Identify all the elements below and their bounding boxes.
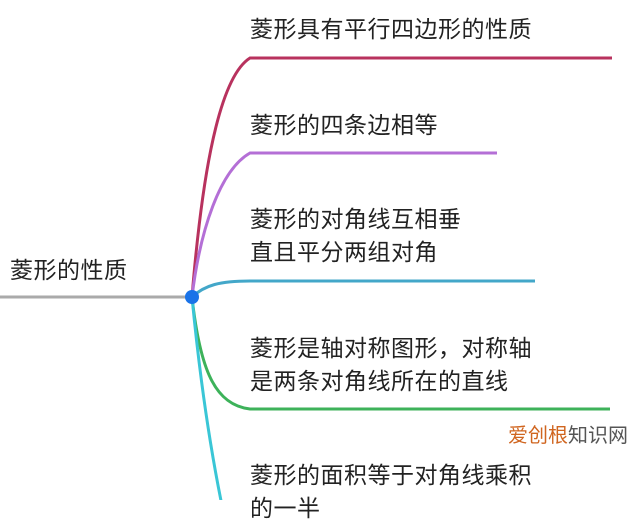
branch-line-3 xyxy=(190,279,535,299)
branch-topic-2[interactable]: 菱形的四条边相等 xyxy=(250,110,438,143)
branch-text-line: 菱形的四条边相等 xyxy=(250,113,438,139)
root-node-dot[interactable] xyxy=(185,290,199,304)
branch-text-line: 是两条对角线所在的直线 xyxy=(250,369,509,395)
branch-text-line: 直且平分两组对角 xyxy=(250,240,438,266)
branch-line-5 xyxy=(190,296,223,500)
branch-text-line: 菱形具有平行四边形的性质 xyxy=(250,17,532,43)
branch-topic-5[interactable]: 菱形的面积等于对角线乘积的一半 xyxy=(250,460,532,526)
root-topic[interactable]: 菱形的性质 xyxy=(10,258,128,284)
branch-text-line: 的一半 xyxy=(250,496,321,522)
branch-text-line: 菱形的对角线互相垂 xyxy=(250,207,462,233)
watermark: 爱创根知识网 xyxy=(508,422,628,448)
branch-text-line: 菱形的面积等于对角线乘积 xyxy=(250,463,532,489)
watermark-part1: 爱创根 xyxy=(508,423,568,447)
mindmap-connectors xyxy=(0,56,612,500)
branch-line-2 xyxy=(190,151,497,298)
watermark-part2: 知识网 xyxy=(568,423,628,447)
branch-text-line: 菱形是轴对称图形，对称轴 xyxy=(250,336,532,362)
branch-topic-4[interactable]: 菱形是轴对称图形，对称轴是两条对角线所在的直线 xyxy=(250,333,532,399)
branch-topic-1[interactable]: 菱形具有平行四边形的性质 xyxy=(250,14,532,47)
branch-topic-3[interactable]: 菱形的对角线互相垂直且平分两组对角 xyxy=(250,204,462,270)
branch-line-1 xyxy=(190,56,612,298)
